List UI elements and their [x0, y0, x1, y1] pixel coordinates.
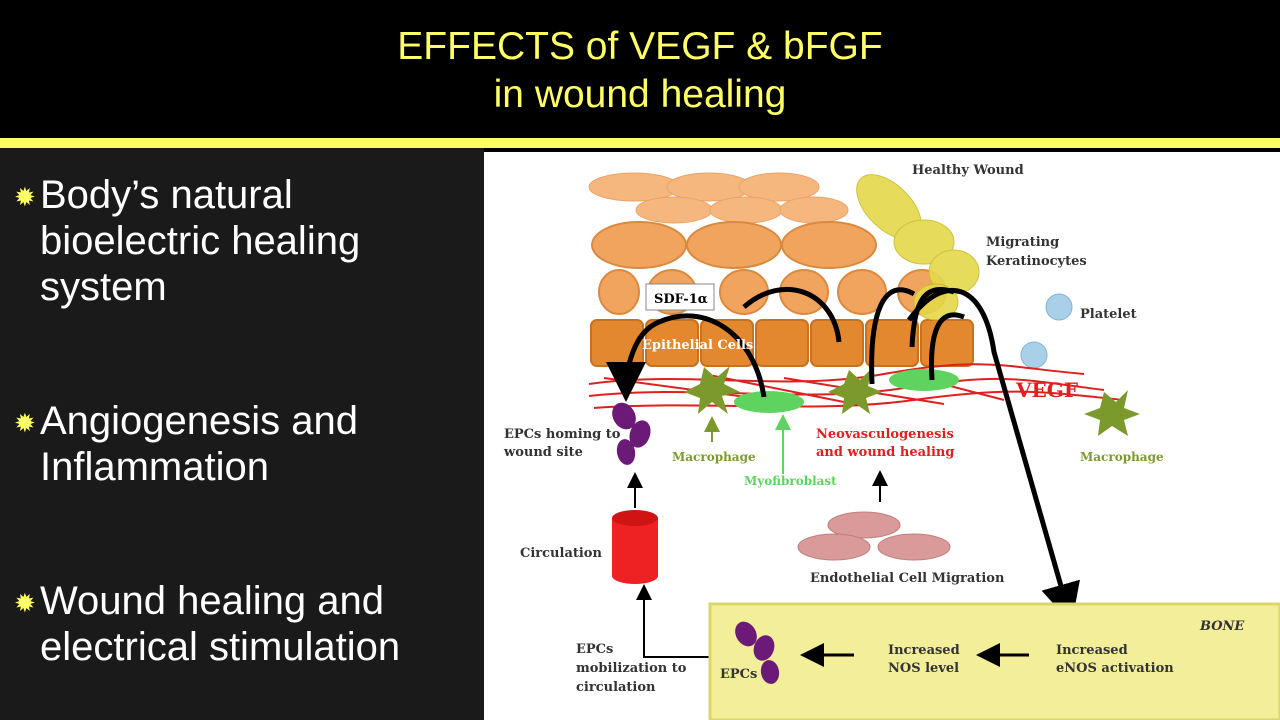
label-epcs-mobilization-3: circulation	[576, 680, 656, 695]
label-migrating: Migrating	[986, 235, 1059, 250]
label-platelet: Platelet	[1080, 307, 1137, 322]
wound-healing-diagram: Healthy Wound Migrating Keratinocytes Pl…	[484, 152, 1280, 720]
page-title-line-1: EFFECTS of VEGF & bFGF	[397, 25, 883, 68]
macrophage-cell	[684, 366, 740, 414]
label-enos-activation: eNOS activation	[1056, 661, 1174, 676]
epc-cell	[612, 402, 651, 465]
label-epcs-homing: EPCs homing to	[504, 427, 621, 442]
bone-region	[708, 602, 1280, 720]
sun-star-icon: ✹	[14, 408, 36, 438]
label-bone: BONE	[1199, 619, 1245, 634]
sun-star-icon: ✹	[14, 182, 36, 212]
arrow	[636, 584, 712, 658]
bullet-text: Body’s natural bioelectric healing syste…	[40, 173, 361, 309]
bullet-panel: ✹ Body’s natural bioelectric healing sys…	[0, 148, 484, 720]
label-neovasculogenesis: Neovasculogenesis	[816, 427, 954, 442]
bullet-text: Angiogenesis and Inflammation	[40, 399, 359, 489]
myofibroblast-cell	[734, 391, 804, 413]
label-macrophage: Macrophage	[1080, 450, 1164, 464]
label-circulation: Circulation	[520, 546, 602, 561]
label-wound-healing: and wound healing	[816, 445, 954, 460]
macrophage-cell	[828, 368, 882, 414]
label-nos-level: NOS level	[888, 661, 959, 676]
bullet-item: ✹ Body’s natural bioelectric healing sys…	[14, 172, 474, 310]
label-increased-nos: Increased	[888, 643, 960, 658]
keratinocyte-layer	[588, 172, 849, 224]
endothelial-cells	[797, 511, 951, 561]
label-endothelial-migration: Endothelial Cell Migration	[810, 571, 1005, 586]
label-epithelial-cells: Epithelial Cells	[642, 338, 753, 353]
label-myofibroblast: Myofibroblast	[744, 474, 837, 488]
myofibroblast-cell	[889, 369, 959, 391]
signal-arrows	[606, 287, 1080, 624]
label-epcs: EPCs	[720, 667, 757, 682]
label-epcs-mobilization-1: EPCs	[576, 642, 613, 657]
label-epcs-mobilization-2: mobilization to	[576, 661, 687, 676]
label-wound-site: wound site	[503, 445, 583, 460]
diagram-svg: Healthy Wound Migrating Keratinocytes Pl…	[503, 163, 1280, 720]
page-title-line-2: in wound healing	[493, 73, 787, 116]
bullet-item: ✹ Wound healing and electrical stimulati…	[14, 578, 474, 670]
platelet-cell	[1020, 341, 1048, 369]
circulation-vessel	[612, 510, 658, 584]
label-macrophage: Macrophage	[672, 450, 756, 464]
header: EFFECTS of VEGF & bFGF in wound healing	[0, 0, 1280, 138]
macrophage-cell	[1084, 390, 1140, 436]
platelet-cell	[1045, 293, 1073, 321]
sdf-box	[645, 283, 715, 311]
epc-cell	[735, 621, 780, 684]
bullet-text: Wound healing and electrical stimulation	[40, 579, 401, 669]
label-increased-enos: Increased	[1056, 643, 1128, 658]
bullet-item: ✹ Angiogenesis and Inflammation	[14, 398, 474, 490]
label-sdf: SDF-1α	[654, 292, 708, 307]
sun-star-icon: ✹	[14, 588, 36, 618]
label-vegf: VEGF	[1015, 378, 1078, 402]
label-keratinocytes: Keratinocytes	[986, 254, 1087, 269]
label-healthy-wound: Healthy Wound	[912, 163, 1024, 178]
title-divider	[0, 138, 1280, 148]
migrating-keratinocytes	[856, 174, 980, 321]
